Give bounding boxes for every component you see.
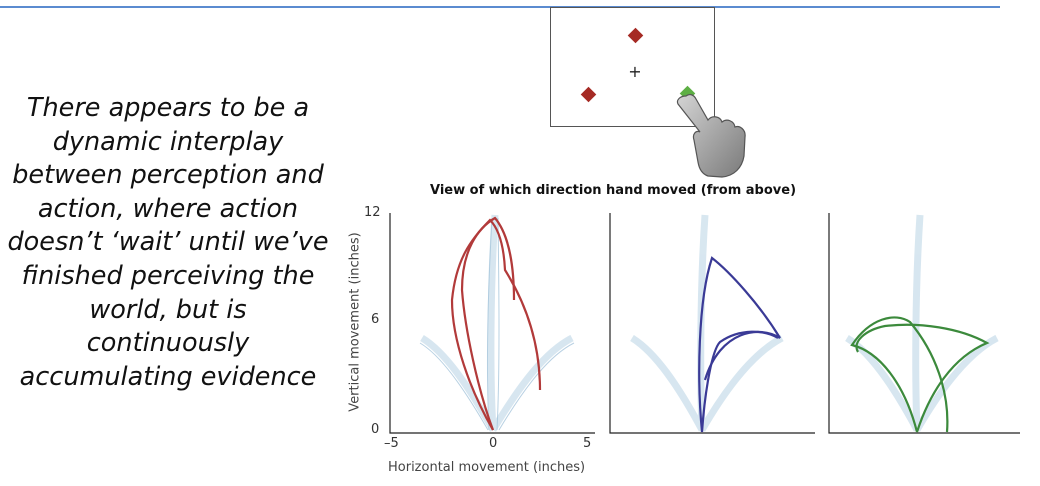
plot-title: View of which direction hand moved (from… [430, 183, 797, 198]
x-axis-label: Horizontal movement (inches) [388, 460, 586, 475]
red-trajectories [450, 216, 542, 431]
caption-line: between perception and [12, 160, 324, 191]
y-tick-label: 12 [364, 205, 381, 220]
caption-line: world, but is [89, 294, 247, 325]
pointing-hand-icon [676, 93, 746, 178]
x-tick-label: 0 [489, 436, 498, 451]
green-trajectories [850, 316, 990, 433]
blue-trajectories [698, 256, 781, 433]
caption-line: action, where action [37, 193, 299, 224]
background-traces [630, 214, 784, 432]
background-traces [420, 214, 574, 432]
y-tick-label: 0 [371, 422, 380, 437]
caption-text: There appears to be a dynamic interplay … [2, 92, 334, 394]
panel-blue [630, 214, 784, 433]
panel-green [845, 214, 999, 433]
axis-lines [389, 213, 1020, 434]
fixation-cross: + [628, 62, 642, 81]
caption-line: There appears to be a [26, 93, 310, 123]
caption-line: finished perceiving the [21, 260, 315, 291]
panel-red [419, 214, 575, 432]
background-traces [845, 214, 999, 432]
x-tick-label: –5 [384, 436, 399, 451]
y-tick-label: 6 [371, 312, 380, 327]
y-axis-label: Vertical movement (inches) [347, 232, 363, 412]
caption-line: dynamic interplay [52, 126, 284, 157]
x-tick-label: 5 [583, 436, 592, 451]
top-rule [0, 6, 1000, 8]
caption-line: accumulating evidence [19, 361, 317, 392]
background-traces-detail [419, 217, 575, 431]
caption-line: doesn’t ‘wait’ until we’ve [7, 227, 329, 258]
caption-line: continuously [86, 328, 250, 359]
